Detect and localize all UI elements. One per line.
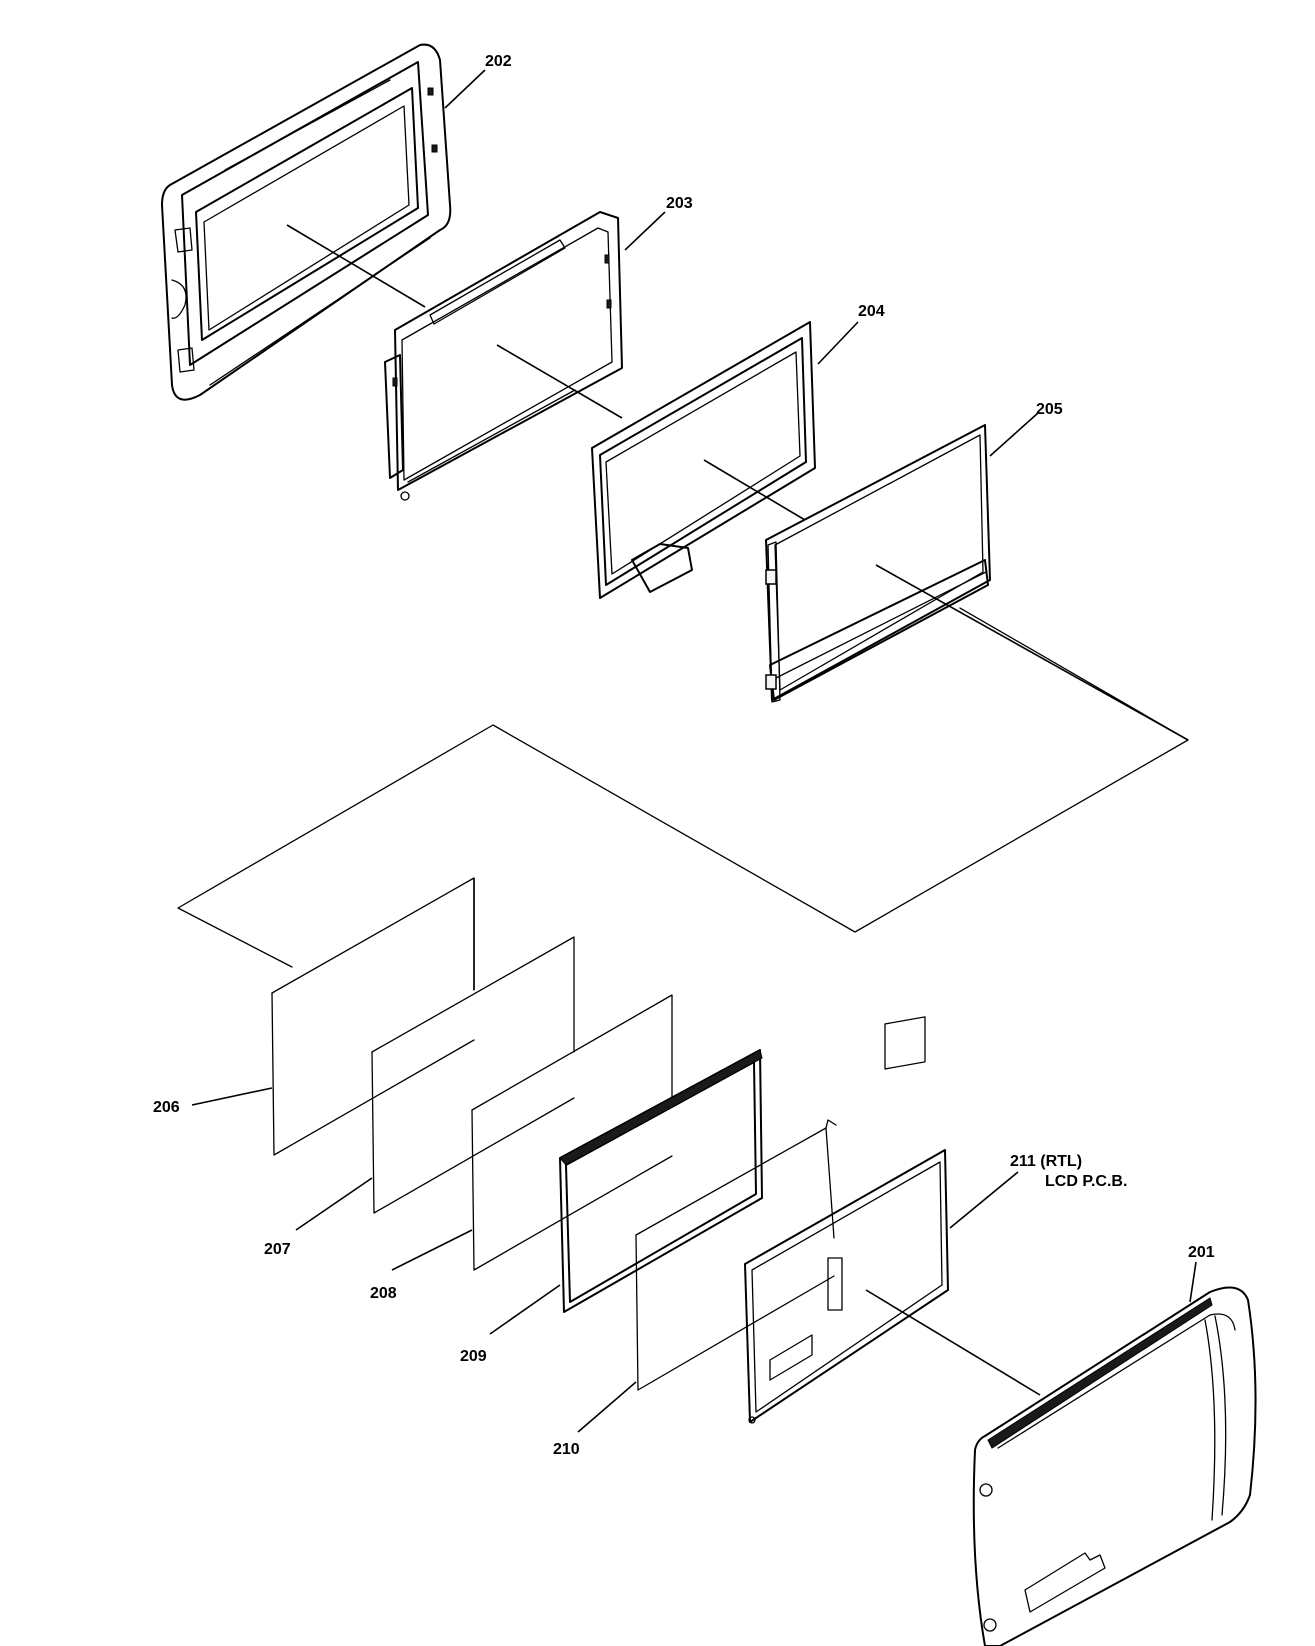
part-204-frame-gasket — [591, 321, 816, 599]
label-205: 205 — [1036, 401, 1063, 418]
part-labels: 202 203 204 205 206 207 208 209 210 211 … — [153, 53, 1215, 1458]
label-203: 203 — [666, 195, 693, 212]
part-208-sheet — [471, 994, 673, 1271]
part-205-lightguide-frame — [765, 424, 991, 703]
label-209: 209 — [460, 1348, 487, 1365]
label-204: 204 — [858, 303, 885, 320]
label-202: 202 — [485, 53, 512, 70]
label-210: 210 — [553, 1441, 580, 1458]
part-211-lcd-pcb — [744, 1016, 949, 1424]
label-211-line1: 211 (RTL) — [1010, 1153, 1082, 1170]
label-201: 201 — [1188, 1244, 1215, 1261]
label-208: 208 — [370, 1285, 397, 1302]
leader-lines — [191, 69, 1197, 1433]
part-209-lcd-panel — [559, 1049, 763, 1313]
part-202-front-bezel — [161, 43, 452, 401]
part-203-shield-frame — [384, 211, 623, 501]
part-201-rear-cover — [972, 1286, 1257, 1646]
label-206: 206 — [153, 1099, 180, 1116]
part-207-sheet — [371, 936, 575, 1214]
part-210-sheet — [635, 1119, 837, 1391]
assembly-boundary-outline — [177, 607, 1189, 968]
label-211-line2: LCD P.C.B. — [1045, 1173, 1127, 1190]
label-207: 207 — [264, 1241, 291, 1258]
